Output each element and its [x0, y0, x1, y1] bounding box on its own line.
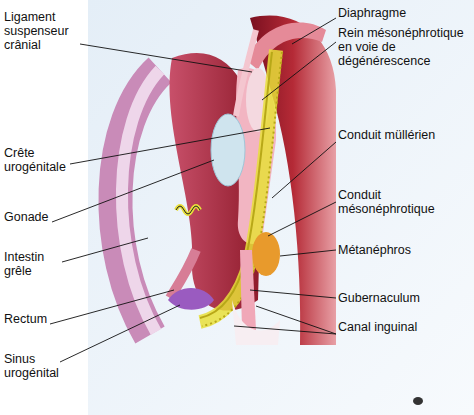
leader-line	[52, 160, 214, 222]
part-label: Sinus urogénital	[4, 352, 84, 380]
suspensory-ligament	[236, 30, 256, 116]
part-label: Rectum	[4, 312, 88, 326]
leader-line	[50, 290, 174, 324]
metanephros	[252, 232, 280, 276]
part-label: Métanéphros	[338, 243, 468, 257]
mullerian-duct	[200, 52, 272, 318]
coiled-tubule	[176, 206, 200, 214]
leader-line	[70, 128, 270, 164]
page-dot	[413, 397, 423, 405]
leader-line	[292, 18, 336, 44]
part-label: Intestin grêle	[4, 250, 74, 278]
gonad	[211, 114, 245, 186]
leader-line	[256, 306, 336, 334]
part-label: Diaphragme	[338, 6, 474, 20]
leader-line	[60, 305, 180, 362]
duct-band	[200, 50, 276, 322]
background-panel	[88, 0, 474, 415]
leader-line	[234, 326, 336, 334]
small-intestine-highlight	[122, 70, 160, 332]
leader-line	[262, 42, 336, 100]
leader-line	[80, 44, 252, 72]
leader-line	[250, 290, 336, 298]
leader-line	[272, 142, 336, 198]
diaphragm	[246, 23, 326, 70]
coiled-tubule-outline	[176, 206, 200, 214]
urogenital-sinus	[168, 288, 214, 310]
part-label: Rein mésonéphrotique en voie de dégénére…	[338, 26, 474, 68]
inguinal-canal	[232, 300, 280, 345]
part-label: Crête urogénitale	[4, 146, 88, 174]
part-label: Gubernaculum	[338, 291, 468, 305]
leader-line	[62, 238, 148, 262]
leader-lines	[50, 18, 336, 362]
part-label: Ligament suspenseur crânial	[4, 10, 88, 52]
leader-line	[268, 202, 336, 236]
part-label: Gonade	[4, 210, 88, 224]
part-label: Canal inguinal	[338, 320, 418, 334]
leader-line	[280, 250, 336, 256]
part-label: Conduit müllérien	[338, 128, 448, 142]
part-label: Conduit mésonéphrotique	[338, 188, 458, 216]
